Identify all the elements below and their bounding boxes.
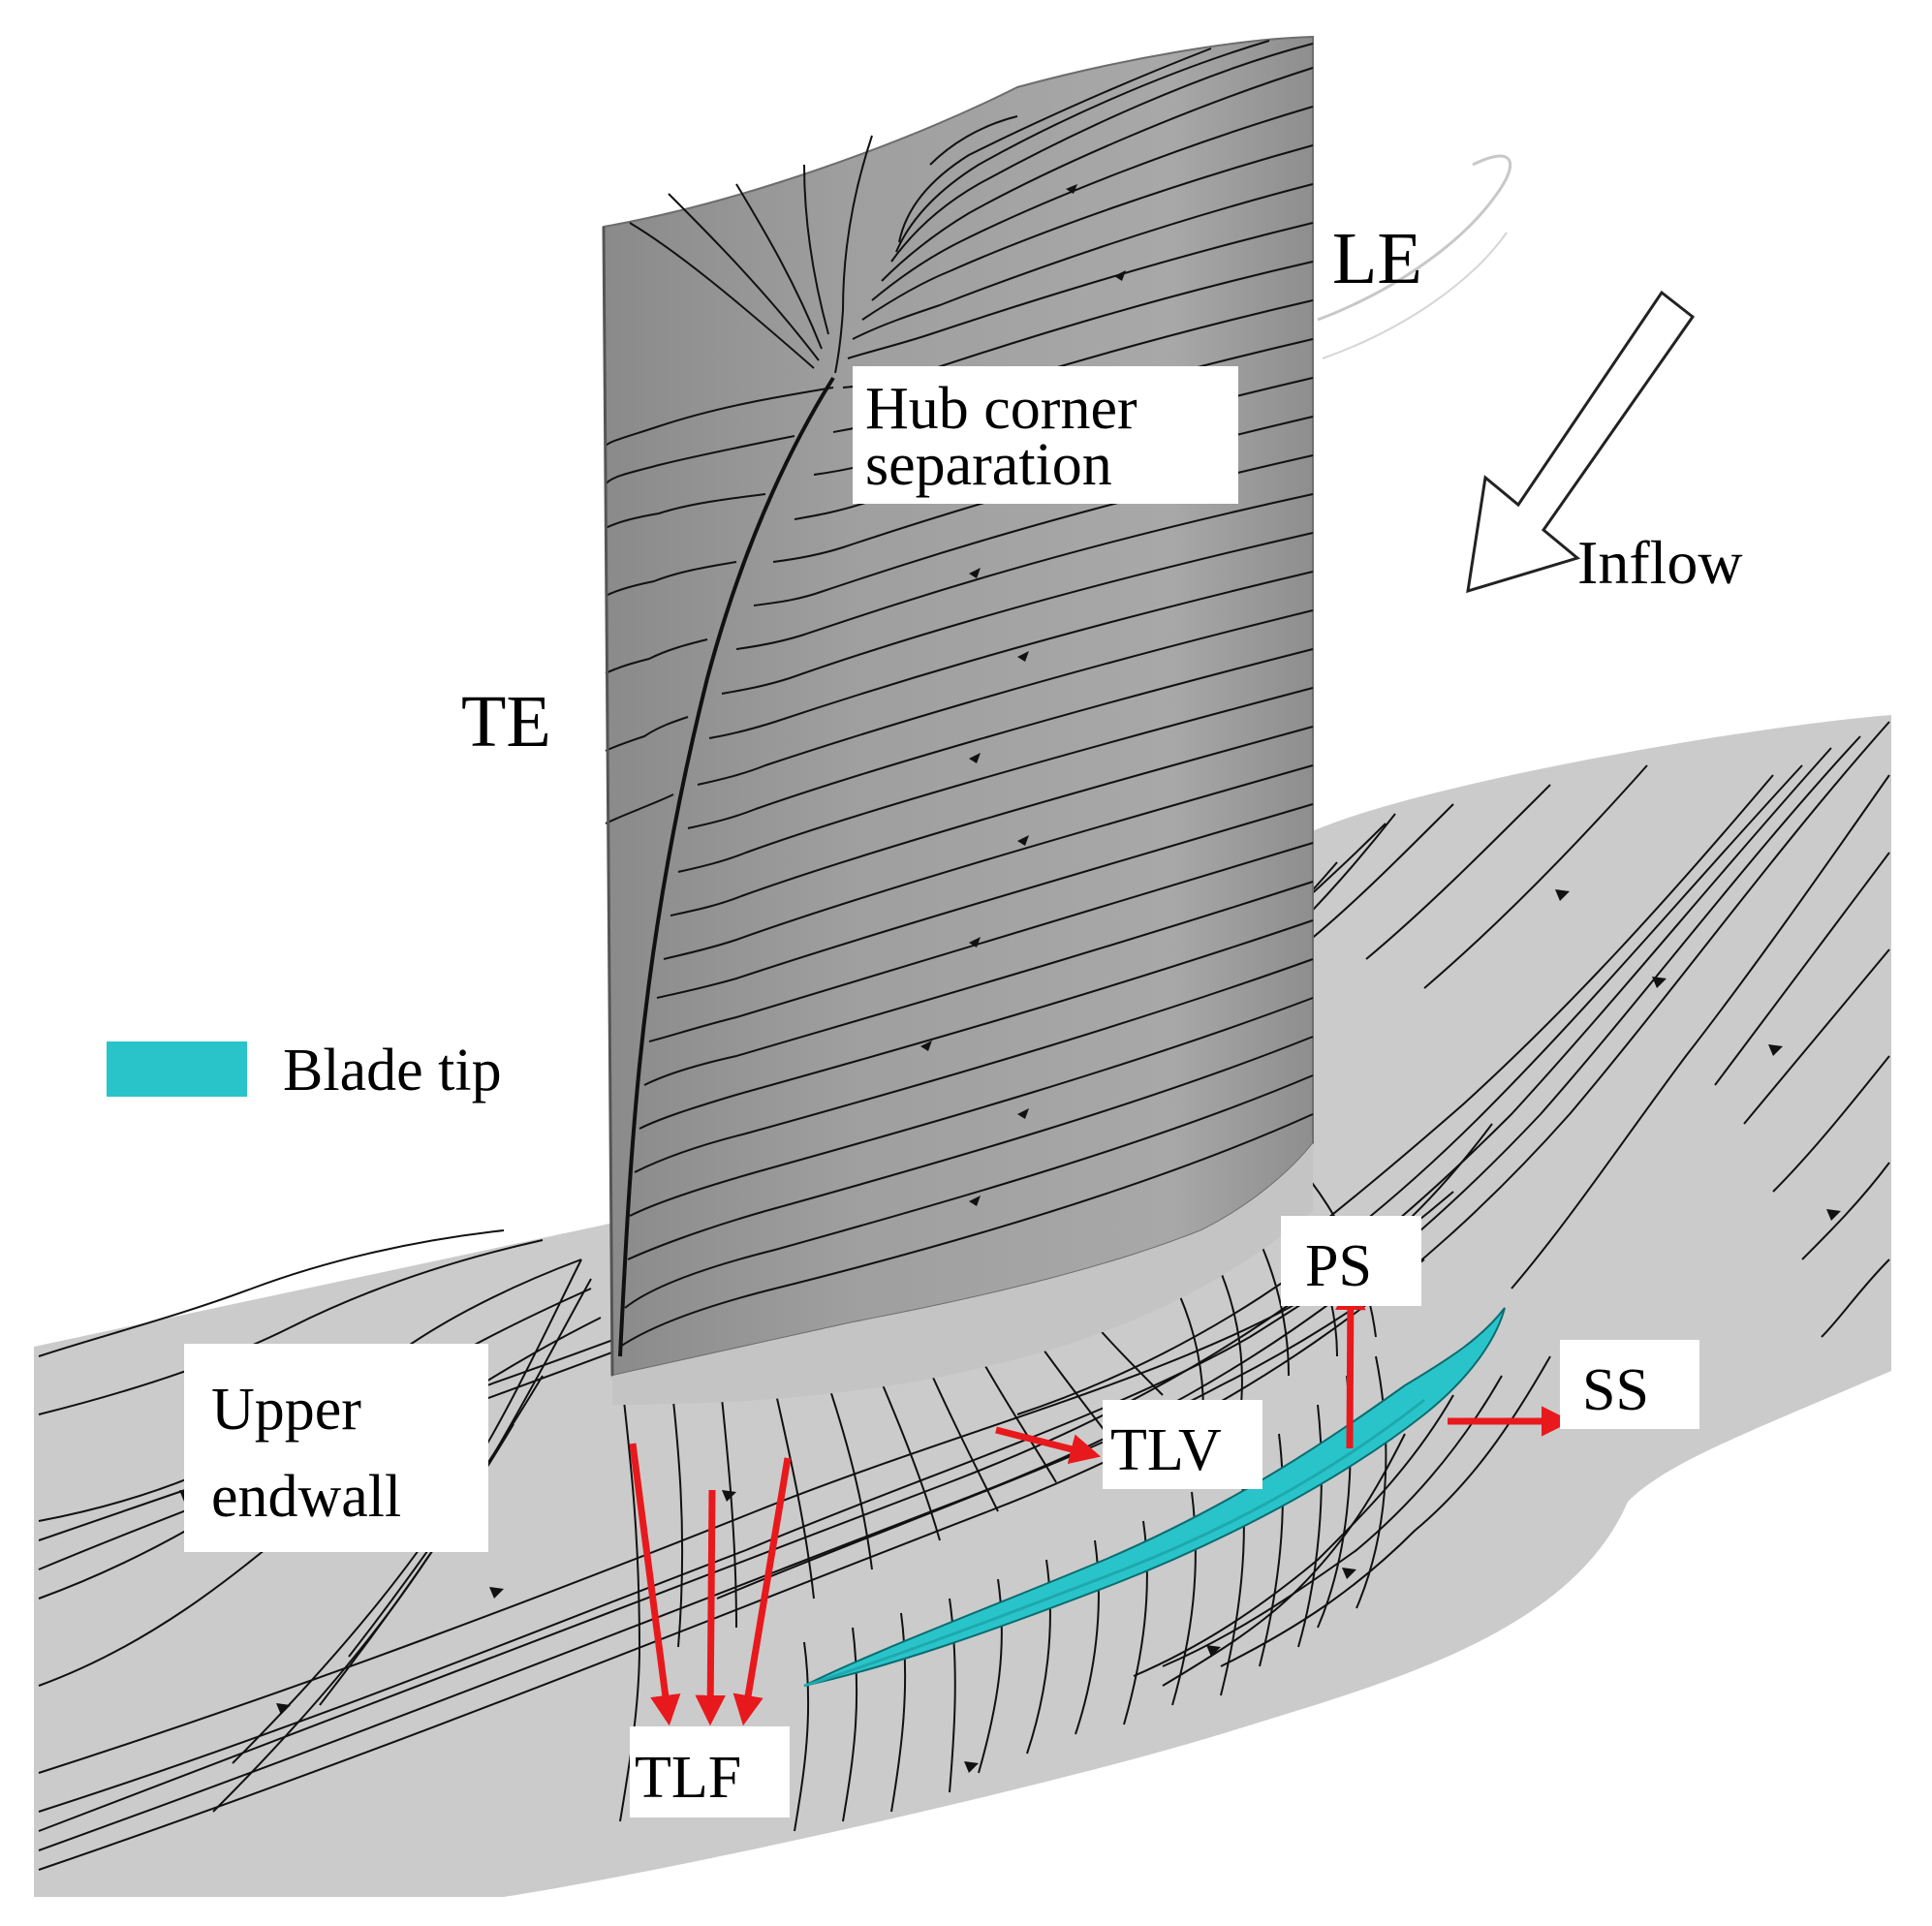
tlf-arrow-right xyxy=(732,1457,792,1726)
ps-label: PS xyxy=(1305,1233,1372,1299)
upper-endwall-label-line2: endwall xyxy=(211,1464,401,1530)
blade-pressure-surface xyxy=(602,35,1314,1378)
ps-arrow xyxy=(1335,1279,1366,1449)
blade-hub-fillet xyxy=(612,1143,1313,1405)
inflow-arrow-icon xyxy=(1466,290,1696,594)
upper-endwall-label-line1: Upper xyxy=(211,1377,361,1443)
label-boxes xyxy=(184,366,1699,1817)
blade-tip-shape xyxy=(803,1307,1506,1687)
tlf-arrow-center xyxy=(695,1489,726,1726)
hub-corner-label-line2: separation xyxy=(865,432,1112,498)
leading-edge-outline xyxy=(1317,154,1512,322)
annotation-arrows xyxy=(629,1279,1573,1726)
le-label: LE xyxy=(1332,218,1422,299)
legend-blade-tip-label: Blade tip xyxy=(283,1038,502,1103)
inflow-label: Inflow xyxy=(1577,528,1743,597)
trailing-edge-line xyxy=(602,226,614,1377)
tlf-arrow-left xyxy=(629,1443,681,1726)
legend-blade-tip-swatch xyxy=(107,1041,247,1097)
tlv-label: TLV xyxy=(1110,1417,1222,1483)
te-label: TE xyxy=(461,681,551,762)
tlf-label: TLF xyxy=(635,1745,741,1811)
hub-corner-label-line1: Hub corner xyxy=(865,376,1137,442)
ss-label: SS xyxy=(1582,1357,1649,1423)
tlv-arrow xyxy=(995,1426,1102,1465)
